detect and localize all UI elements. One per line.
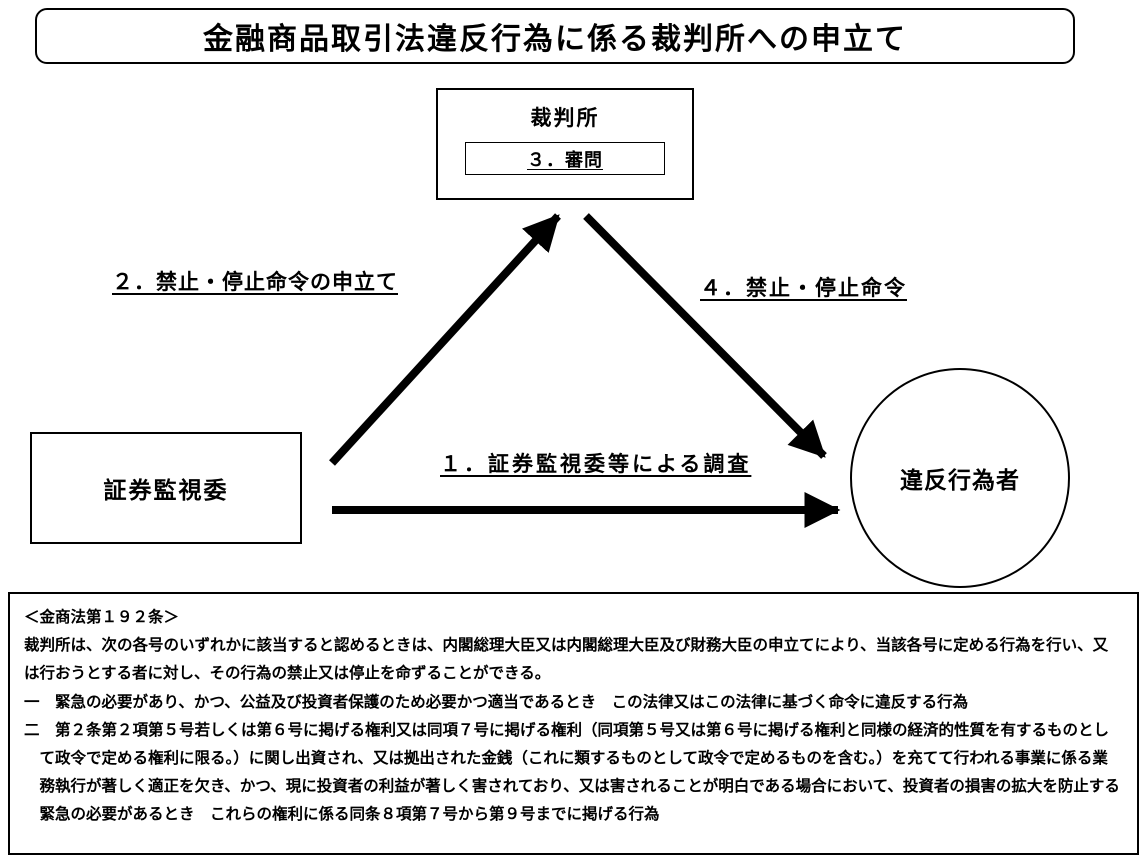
- sesc-node: 証券監視委: [30, 432, 302, 544]
- label-step1-investigation: １．証券監視委等による調査: [440, 453, 752, 476]
- label-step2-petition: ２．禁止・停止命令の申立て: [112, 271, 398, 294]
- violator-node: 違反行為者: [850, 368, 1070, 588]
- hearing-step-label: ３．審問: [527, 149, 603, 170]
- arrow-step4-order: [583, 213, 827, 459]
- law-item-2: 二 第２条第２項第５号若しくは第６号に掲げる権利又は同項７号に掲げる権利（同項第…: [24, 721, 1120, 824]
- law-text-box: ＜金商法第１９２条＞ 裁判所は、次の各号のいずれかに該当すると認めるときは、内閣…: [8, 592, 1139, 855]
- arrow-step2-petition: [329, 213, 561, 466]
- law-heading: ＜金商法第１９２条＞: [24, 609, 180, 626]
- law-main-paragraph: 裁判所は、次の各号のいずれかに該当すると認めるときは、内閣総理大臣又は内閣総理大…: [24, 637, 1109, 683]
- violator-label: 違反行為者: [900, 467, 1020, 493]
- court-node: 裁判所 ３．審問: [436, 88, 694, 200]
- label-step4-order: ４．禁止・停止命令: [700, 277, 907, 300]
- law-item-1: 一 緊急の必要があり、かつ、公益及び投資者保護のため必要かつ適当であるとき この…: [24, 693, 969, 711]
- court-label: 裁判所: [530, 107, 600, 130]
- title-box: 金融商品取引法違反行為に係る裁判所への申立て: [35, 8, 1075, 64]
- hearing-step-box: ３．審問: [465, 142, 665, 175]
- page-title: 金融商品取引法違反行為に係る裁判所への申立て: [203, 23, 907, 56]
- sesc-label: 証券監視委: [103, 477, 229, 503]
